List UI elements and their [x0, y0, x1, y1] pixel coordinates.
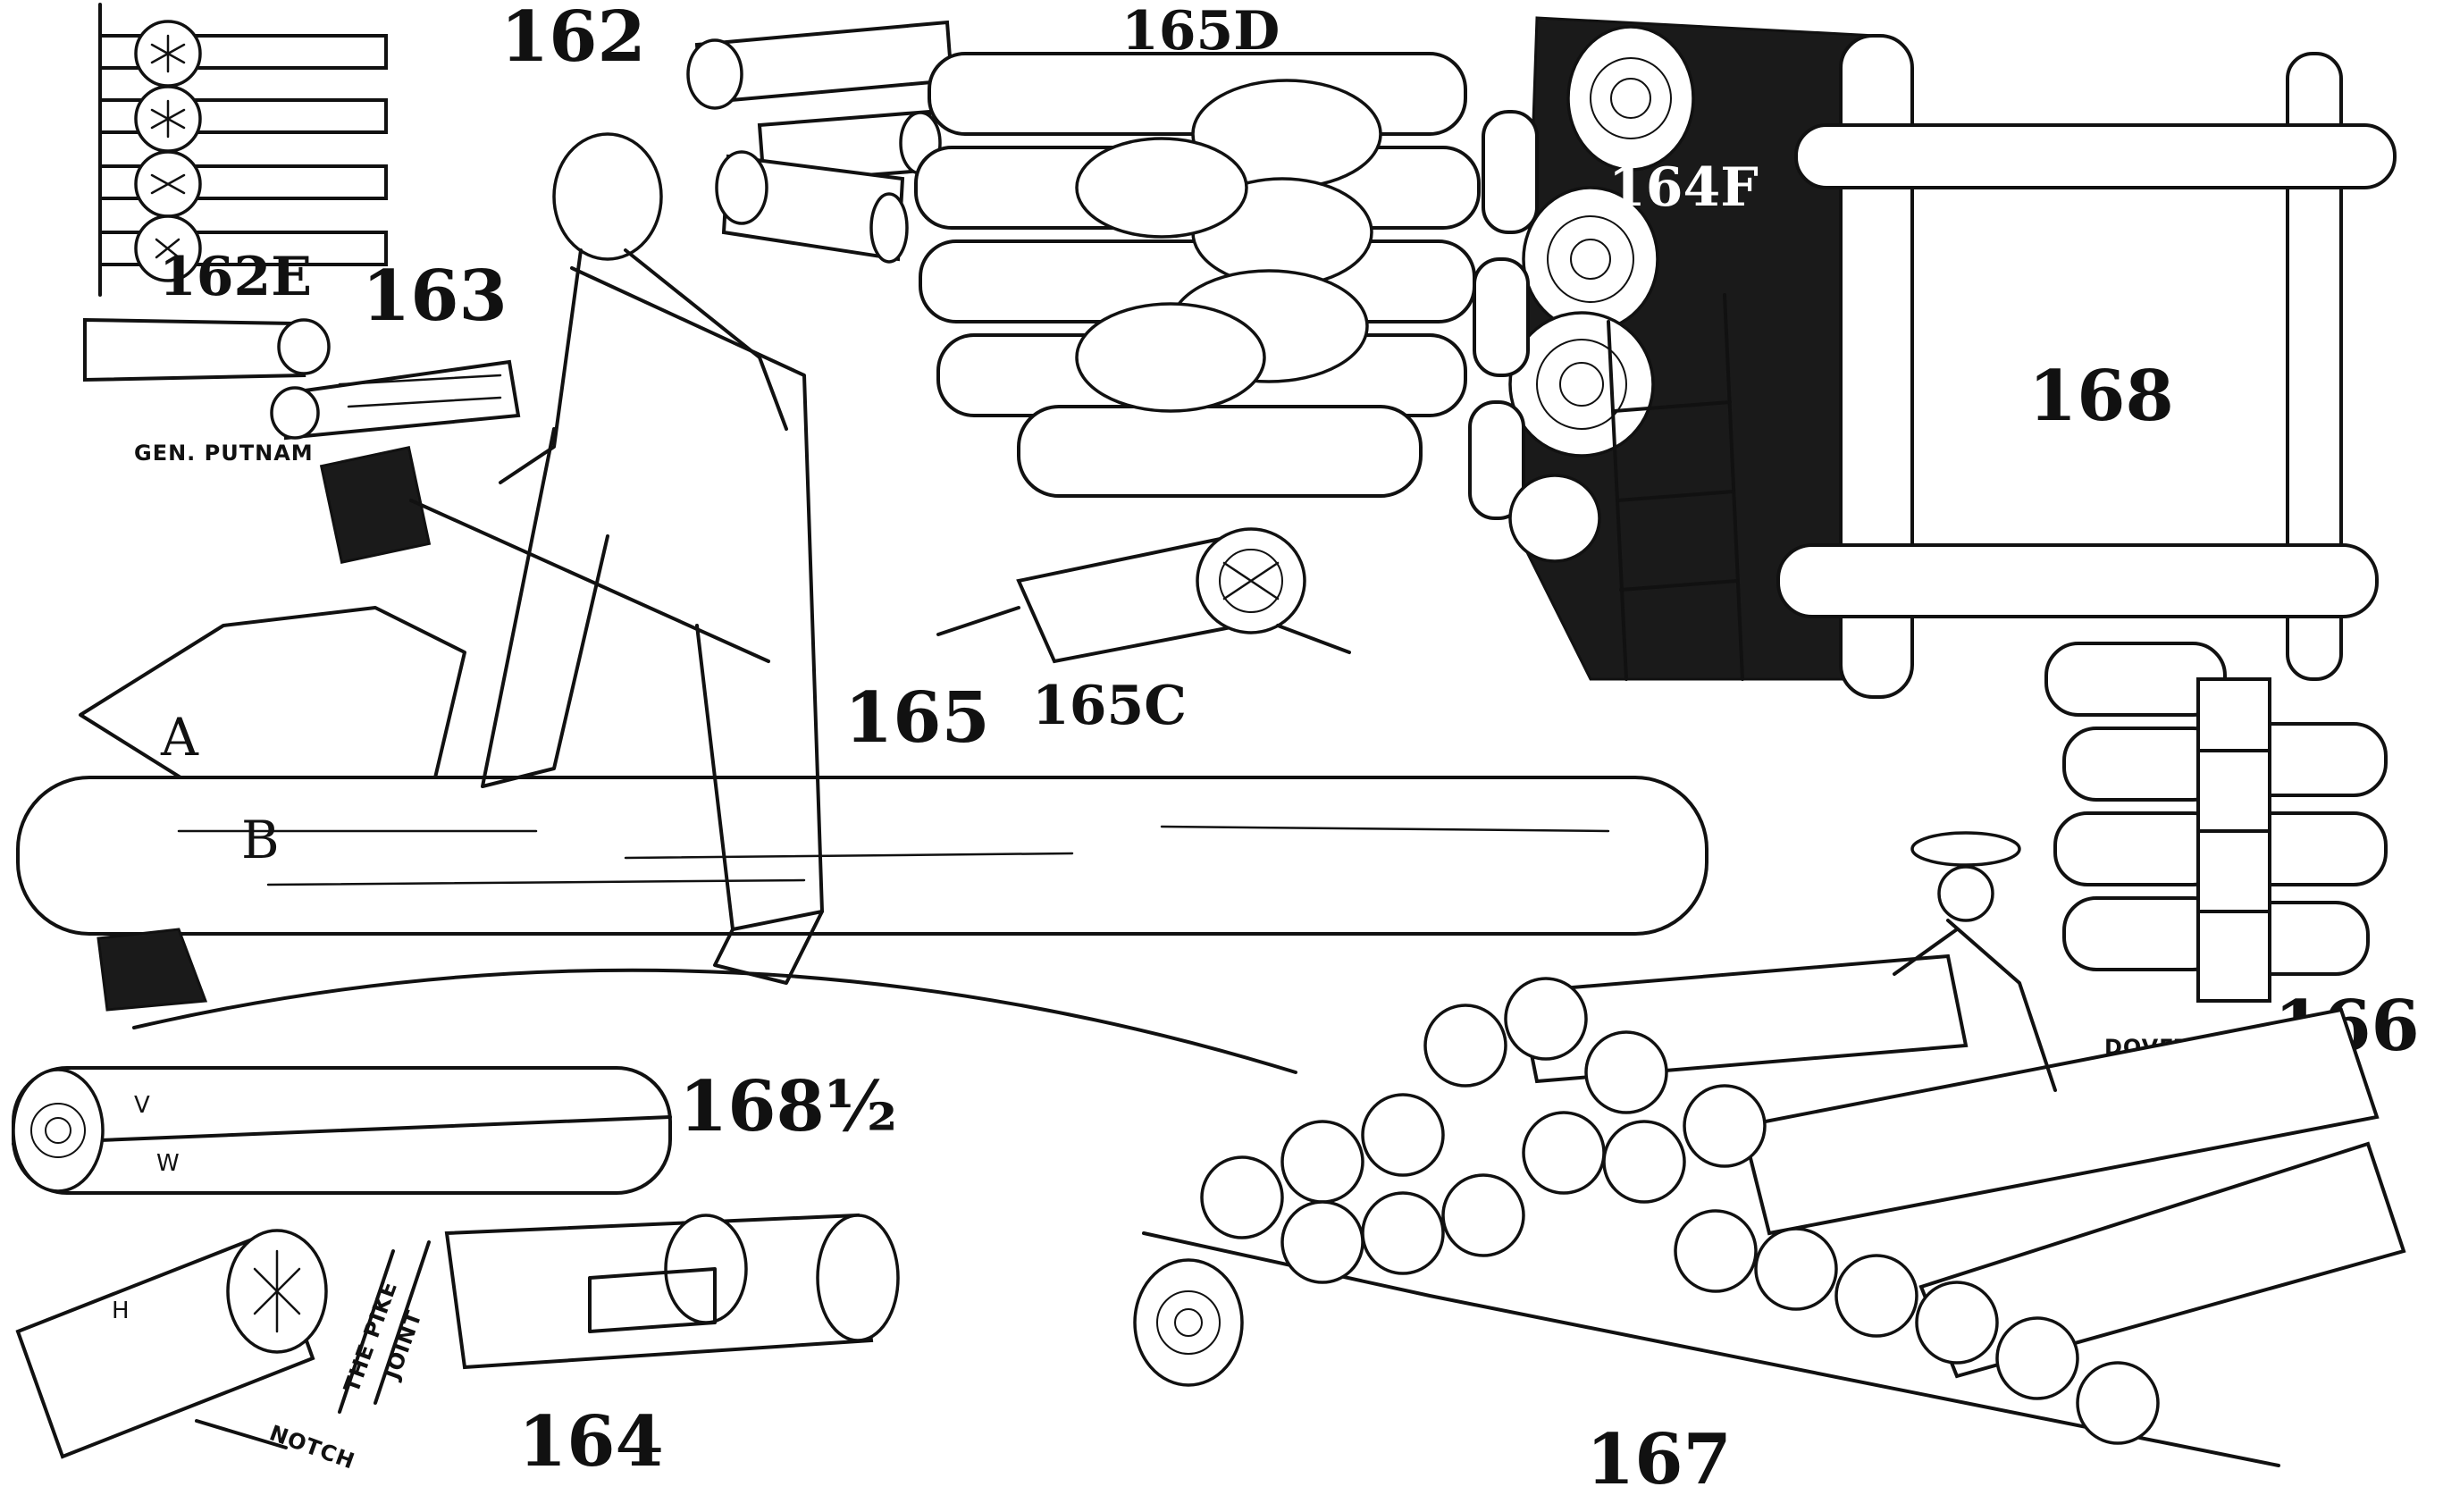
fig-168-half-label: 168½ [679, 1066, 897, 1147]
fig-168-half-letter-v: V [134, 1092, 150, 1119]
fig-165d-log-wall [914, 52, 1481, 498]
fig-162-label: 162 [500, 0, 646, 78]
fig-165-label: 165 [844, 677, 990, 759]
fig-164f-dark-log-wall [1468, 16, 1878, 681]
fig-162e-log-corner [98, 3, 388, 297]
fig-168-label: 168 [2028, 356, 2174, 437]
fig-167-log-pile [1133, 831, 2406, 1467]
fig-165-letter-a: A [160, 707, 199, 768]
fig-165-letter-b: B [241, 810, 280, 870]
fig-164-label: 164 [518, 1401, 664, 1483]
fig-168-log-frame [1776, 34, 2397, 699]
fig-168-half-letter-w: W [156, 1150, 180, 1177]
notch-caption: NOTCH [266, 1420, 358, 1474]
fig-163-putnam-joint [83, 317, 521, 441]
fig-168-half-split-log [12, 1066, 672, 1195]
fig-165d-label: 165D [1121, 0, 1280, 63]
fig-164f-label: 164F [1608, 156, 1759, 219]
fig-165c-label: 165C [1032, 675, 1187, 737]
fig-165c-notched-log [936, 527, 1351, 664]
fig-164-letter-h: H [112, 1298, 130, 1324]
fig-163-label: 163 [362, 256, 508, 337]
fig-162e-label: 162E [159, 246, 312, 308]
fig-162-notched-logs [686, 20, 954, 264]
gen-putnam-caption: GEN. PUTNAM [134, 441, 314, 466]
fig-167-label: 167 [1586, 1419, 1732, 1500]
fig-165-man-hewing-log [16, 132, 1708, 1074]
fig-164-pike-joint [15, 1213, 900, 1459]
fig-166-dovetail-corner [2044, 642, 2388, 1003]
